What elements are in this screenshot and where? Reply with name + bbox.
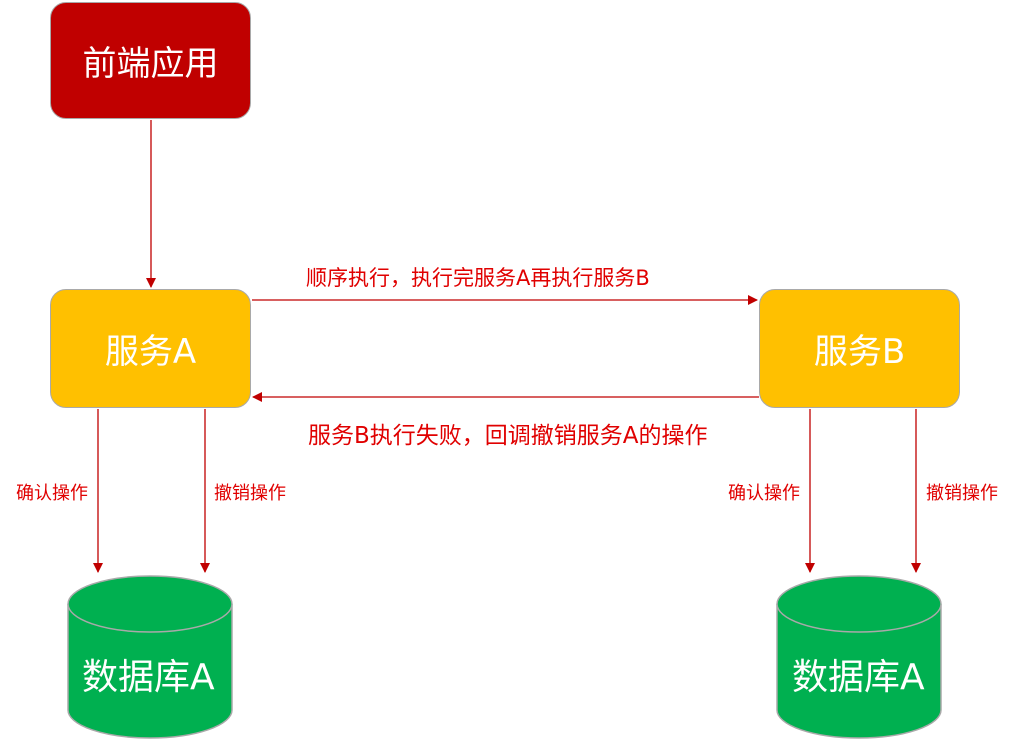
database-a-label: 数据库A [82, 657, 215, 698]
service-b-label: 服务B [813, 332, 906, 372]
service-a-node: 服务A [50, 289, 251, 408]
frontend-label: 前端应用 [82, 44, 219, 84]
label-a-cancel: 撤销操作 [214, 483, 286, 504]
service-a-label: 服务A [104, 332, 197, 372]
label-b-to-a: 服务B执行失败，回调撤销服务A的操作 [308, 423, 708, 449]
service-b-node: 服务B [759, 289, 960, 408]
label-b-cancel: 撤销操作 [926, 483, 998, 504]
database-b-cylinder [776, 575, 942, 739]
frontend-node: 前端应用 [50, 2, 251, 119]
database-b-label: 数据库A [792, 657, 925, 698]
label-a-confirm: 确认操作 [16, 483, 88, 504]
label-b-confirm: 确认操作 [728, 483, 800, 504]
database-a-cylinder [67, 575, 233, 739]
label-a-to-b: 顺序执行，执行完服务A再执行服务B [306, 266, 650, 290]
